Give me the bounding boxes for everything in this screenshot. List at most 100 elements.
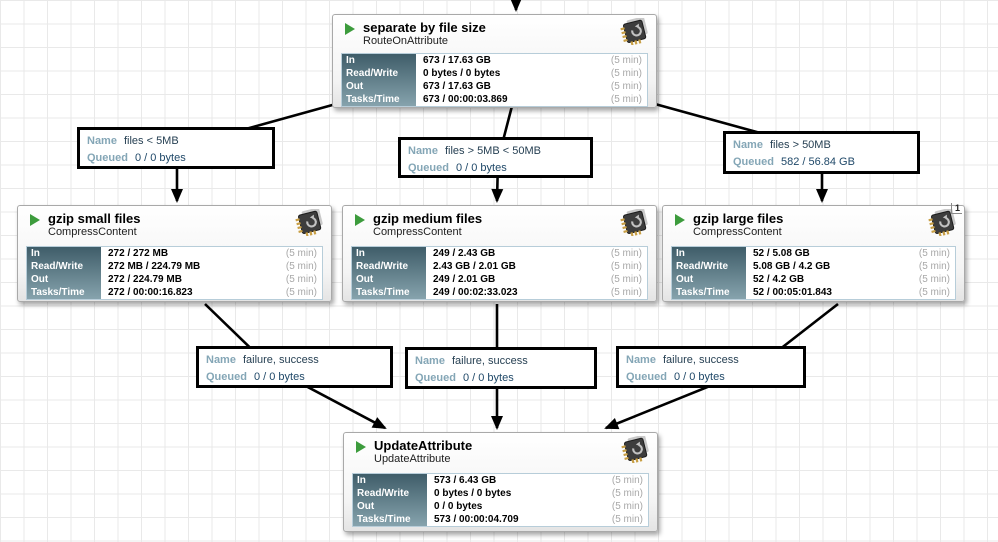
stat-window: (5 min): [610, 287, 642, 298]
connection-queued-key: Queued: [87, 152, 128, 164]
stat-label: Out: [342, 80, 416, 93]
connection-name-value: files > 5MB < 50MB: [444, 145, 541, 157]
running-status-icon: [356, 441, 366, 453]
stat-label: In: [27, 247, 101, 260]
stat-label: Tasks/Time: [353, 513, 427, 526]
stat-out-value: 673 / 17.63 GB: [423, 81, 491, 92]
active-threads-badge: 1: [950, 203, 962, 214]
processor-header: gzip large files CompressContent 1: [663, 203, 964, 246]
connection-name-key: Name: [415, 355, 445, 367]
stat-label: Read/Write: [353, 487, 427, 500]
connection-queued-key: Queued: [206, 371, 247, 383]
processor-header: gzip small files CompressContent: [18, 206, 331, 246]
connection-name-value: files < 5MB: [123, 135, 179, 147]
stat-label: In: [342, 54, 416, 67]
stat-window: (5 min): [611, 514, 643, 525]
stat-window: (5 min): [611, 475, 643, 486]
processor-title: separate by file size: [363, 20, 486, 35]
stat-window: (5 min): [610, 261, 642, 272]
stat-out-value: 249 / 2.01 GB: [433, 274, 496, 285]
processor-chip-icon: 1: [927, 203, 962, 241]
stat-window: (5 min): [285, 261, 317, 272]
stat-in-value: 52 / 5.08 GB: [753, 248, 810, 259]
running-status-icon: [345, 23, 355, 35]
stat-readwrite-value: 2.43 GB / 2.01 GB: [433, 261, 516, 272]
connection-queued-key: Queued: [408, 162, 449, 174]
processor-chip-icon: [294, 207, 325, 241]
connection-name-key: Name: [206, 354, 236, 366]
stat-label: Read/Write: [342, 67, 416, 80]
stat-window: (5 min): [610, 55, 642, 66]
processor-type: CompressContent: [693, 226, 782, 238]
processor-separate-by-file-size[interactable]: separate by file size RouteOnAttribute I…: [332, 14, 657, 108]
stat-window: (5 min): [285, 287, 317, 298]
stat-window: (5 min): [285, 248, 317, 259]
connection-queued-key: Queued: [626, 371, 667, 383]
processor-chip-icon: [619, 207, 650, 241]
running-status-icon: [675, 214, 685, 226]
processor-type: CompressContent: [373, 226, 462, 238]
stat-taskstime-value: 673 / 00:00:03.869: [423, 94, 508, 105]
connection-queued-value: 0 / 0 bytes: [462, 372, 514, 384]
connection-queued-key: Queued: [733, 156, 774, 168]
connection-name-value: failure, success: [662, 354, 739, 366]
stat-label: Out: [27, 273, 101, 286]
processor-title: gzip small files: [48, 211, 141, 226]
stat-out-value: 272 / 224.79 MB: [108, 274, 182, 285]
stat-in-value: 272 / 272 MB: [108, 248, 169, 259]
stat-label: Out: [353, 500, 427, 513]
running-status-icon: [355, 214, 365, 226]
stat-label: Out: [352, 273, 426, 286]
connection-queued-value: 0 / 0 bytes: [134, 152, 186, 164]
connection-queued-value: 0 / 0 bytes: [253, 371, 305, 383]
connection-name-key: Name: [87, 135, 117, 147]
stat-label: In: [672, 247, 746, 260]
processor-stats-table: In 673 / 17.63 GB (5 min) Read/Write 0 byte…: [341, 53, 648, 107]
processor-gzip-small-files[interactable]: gzip small files CompressContent In 272 /…: [17, 205, 332, 302]
stat-in-value: 573 / 6.43 GB: [434, 475, 497, 486]
stat-label: Read/Write: [672, 260, 746, 273]
connection-label-small-failure-success[interactable]: Name failure, success Queued 0 / 0 bytes: [196, 346, 393, 388]
processor-gzip-large-files[interactable]: gzip large files CompressContent 1 In 52 …: [662, 203, 965, 302]
stat-window: (5 min): [610, 274, 642, 285]
stat-readwrite-value: 0 bytes / 0 bytes: [434, 488, 512, 499]
stat-readwrite-value: 272 MB / 224.79 MB: [108, 261, 201, 272]
stat-window: (5 min): [611, 488, 643, 499]
stat-window: (5 min): [610, 81, 642, 92]
processor-type: RouteOnAttribute: [363, 35, 448, 47]
stat-window: (5 min): [918, 261, 950, 272]
connection-queued-value: 0 / 0 bytes: [673, 371, 725, 383]
stat-out-value: 52 / 4.2 GB: [753, 274, 805, 285]
stat-taskstime-value: 272 / 00:00:16.823: [108, 287, 193, 298]
running-status-icon: [30, 214, 40, 226]
stat-window: (5 min): [918, 287, 950, 298]
processor-header: separate by file size RouteOnAttribute: [333, 15, 656, 53]
stat-taskstime-value: 52 / 00:05:01.843: [753, 287, 832, 298]
connection-name-key: Name: [733, 139, 763, 151]
stat-taskstime-value: 249 / 00:02:33.023: [433, 287, 518, 298]
stat-label: In: [352, 247, 426, 260]
stat-label: Tasks/Time: [352, 286, 426, 299]
stat-label: Tasks/Time: [27, 286, 101, 299]
processor-stats-table: In 272 / 272 MB (5 min) Read/Write 272 MB /…: [26, 246, 323, 300]
stat-label: Tasks/Time: [342, 93, 416, 106]
stat-label: Read/Write: [27, 260, 101, 273]
stat-readwrite-value: 0 bytes / 0 bytes: [423, 68, 501, 79]
processor-type: CompressContent: [48, 226, 137, 238]
connection-label-files-lt-5mb[interactable]: Name files < 5MB Queued 0 / 0 bytes: [77, 127, 275, 169]
processor-type: UpdateAttribute: [374, 453, 451, 465]
stat-readwrite-value: 5.08 GB / 4.2 GB: [753, 261, 831, 272]
processor-chip-icon: [619, 16, 650, 50]
connection-name-value: failure, success: [242, 354, 319, 366]
processor-chip-icon: [620, 434, 651, 468]
stat-window: (5 min): [918, 274, 950, 285]
processor-title: gzip large files: [693, 211, 784, 226]
